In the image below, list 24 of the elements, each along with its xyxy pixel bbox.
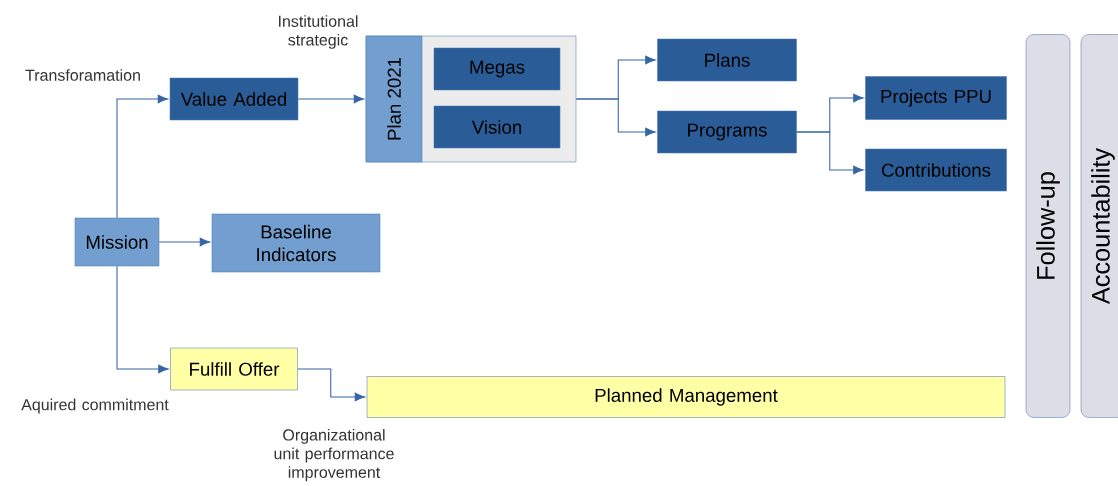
process-box: Value Added bbox=[169, 77, 299, 121]
arrow bbox=[116, 94, 169, 219]
vertical-band: Accountability bbox=[1080, 34, 1118, 418]
arrow bbox=[297, 94, 365, 104]
process-box: Programs bbox=[657, 110, 797, 154]
process-box: Baseline Indicators bbox=[211, 213, 381, 273]
process-box: Projects PPU bbox=[865, 76, 1007, 120]
process-box: Plans bbox=[657, 38, 797, 82]
process-box: Planned Management bbox=[366, 376, 1006, 418]
process-box: Vision bbox=[433, 105, 561, 149]
arrow bbox=[297, 368, 366, 402]
arrow bbox=[158, 237, 211, 247]
arrow bbox=[116, 265, 169, 374]
process-box: Fulfill Offer bbox=[170, 347, 298, 391]
arrow bbox=[575, 98, 656, 137]
text-label: Institutional strategic bbox=[279, 15, 358, 49]
text-label: Organizational unit performance improvement bbox=[274, 428, 394, 482]
vertical-band: Follow-up bbox=[1025, 34, 1071, 418]
text-label: Transforamation bbox=[25, 69, 140, 81]
process-box: Mission bbox=[74, 217, 160, 267]
text-label: Aquired commitment bbox=[21, 398, 169, 414]
arrow bbox=[796, 131, 864, 175]
process-box: Contributions bbox=[865, 148, 1007, 192]
process-box: Megas bbox=[433, 47, 561, 91]
